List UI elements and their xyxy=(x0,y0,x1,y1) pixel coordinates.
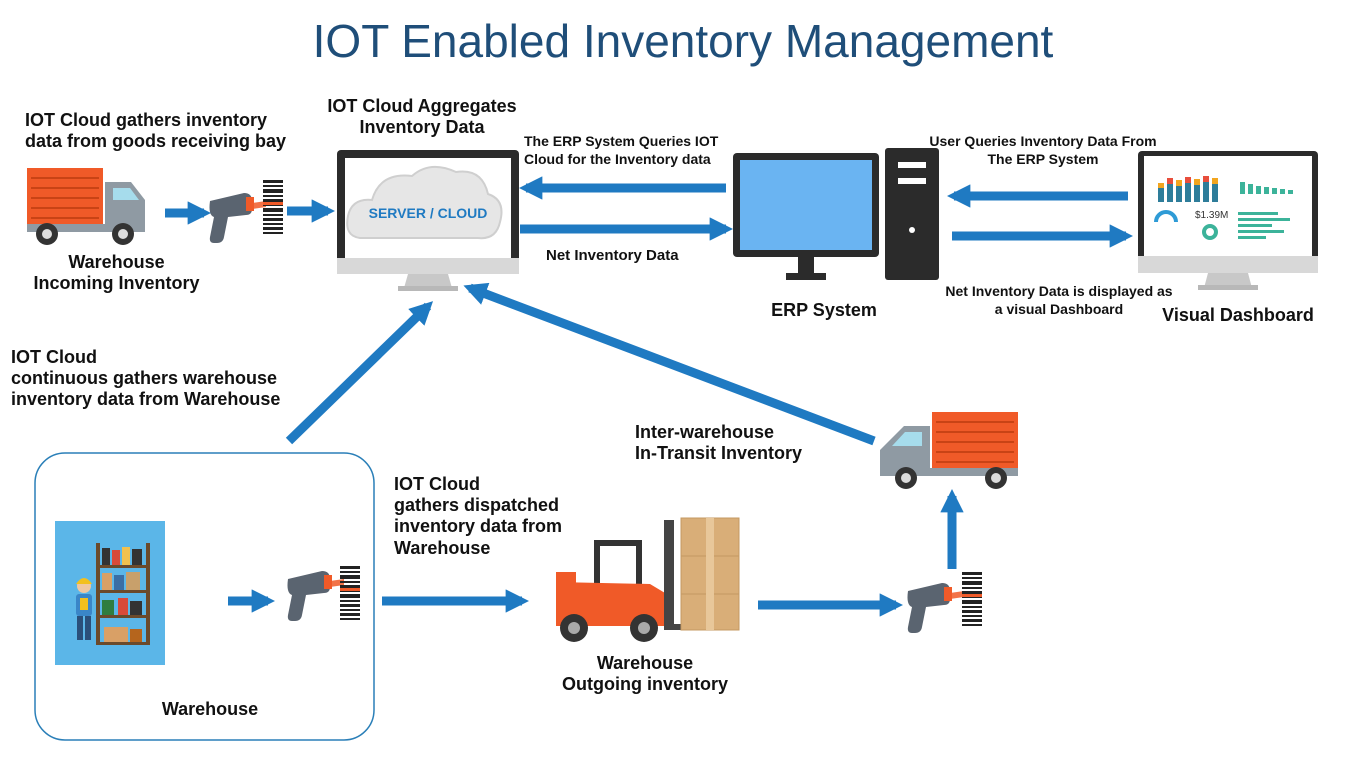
receiving-note: IOT Cloud gathers inventory data from go… xyxy=(25,110,287,152)
net-inventory-label: Net Inventory Data xyxy=(546,247,679,264)
dashboard-note: Net Inventory Data is displayed as a vis… xyxy=(945,283,1173,318)
computer-tower-icon xyxy=(733,148,939,280)
page-title: IOT Enabled Inventory Management xyxy=(312,15,1054,67)
cardboard-box-icon xyxy=(680,517,740,631)
flow-arrows xyxy=(165,176,1134,617)
erp-system-label: ERP System xyxy=(771,300,877,320)
worker-icon xyxy=(76,578,92,640)
barcode-scanner-icon xyxy=(907,583,964,633)
in-transit-label: Inter-warehouse In-Transit Inventory xyxy=(635,422,803,464)
dispatched-note: IOT Cloud gathers dispatched inventory d… xyxy=(394,474,563,558)
barcode-scanner-icon xyxy=(209,193,266,243)
server-cloud-label: SERVER / CLOUD xyxy=(368,205,488,221)
warehouse-boundary xyxy=(34,452,375,741)
user-queries-note: User Queries Inventory Data From The ERP… xyxy=(929,133,1157,168)
dashboard-value: $1.39M xyxy=(1195,210,1228,221)
delivery-truck-icon xyxy=(27,168,145,245)
visual-dashboard-label: Visual Dashboard xyxy=(1162,305,1314,325)
dashboard-hbar-chart xyxy=(1238,212,1290,239)
barcode-scanner-icon xyxy=(287,571,344,621)
incoming-inventory-label: Warehouse Incoming Inventory xyxy=(33,252,200,294)
warehouse-shelves-icon xyxy=(55,521,165,665)
dashboard-gauge xyxy=(1154,210,1178,223)
cloud-aggregates-label: IOT Cloud Aggregates Inventory Data xyxy=(327,96,517,138)
outgoing-inventory-label: Warehouse Outgoing inventory xyxy=(562,653,728,695)
cloud-icon xyxy=(346,165,503,240)
erp-queries-note: The ERP System Queries IOT Cloud for the… xyxy=(524,133,719,168)
warehouse-label: Warehouse xyxy=(161,699,259,719)
barcode-icon xyxy=(962,572,982,626)
dashboard-donut xyxy=(1202,224,1218,240)
delivery-truck-icon xyxy=(880,412,1018,489)
barcode-icon xyxy=(340,566,360,620)
dashboard-monitor-icon: $1.39M xyxy=(1138,151,1318,290)
arrow-transit-to-cloud xyxy=(463,282,876,446)
dashboard-bar-chart xyxy=(1158,176,1218,202)
arrow-warehouse-to-cloud xyxy=(285,301,434,445)
dashboard-column-chart xyxy=(1240,182,1293,194)
continuous-note: IOT Cloud continuous gathers warehouse i… xyxy=(11,347,281,410)
